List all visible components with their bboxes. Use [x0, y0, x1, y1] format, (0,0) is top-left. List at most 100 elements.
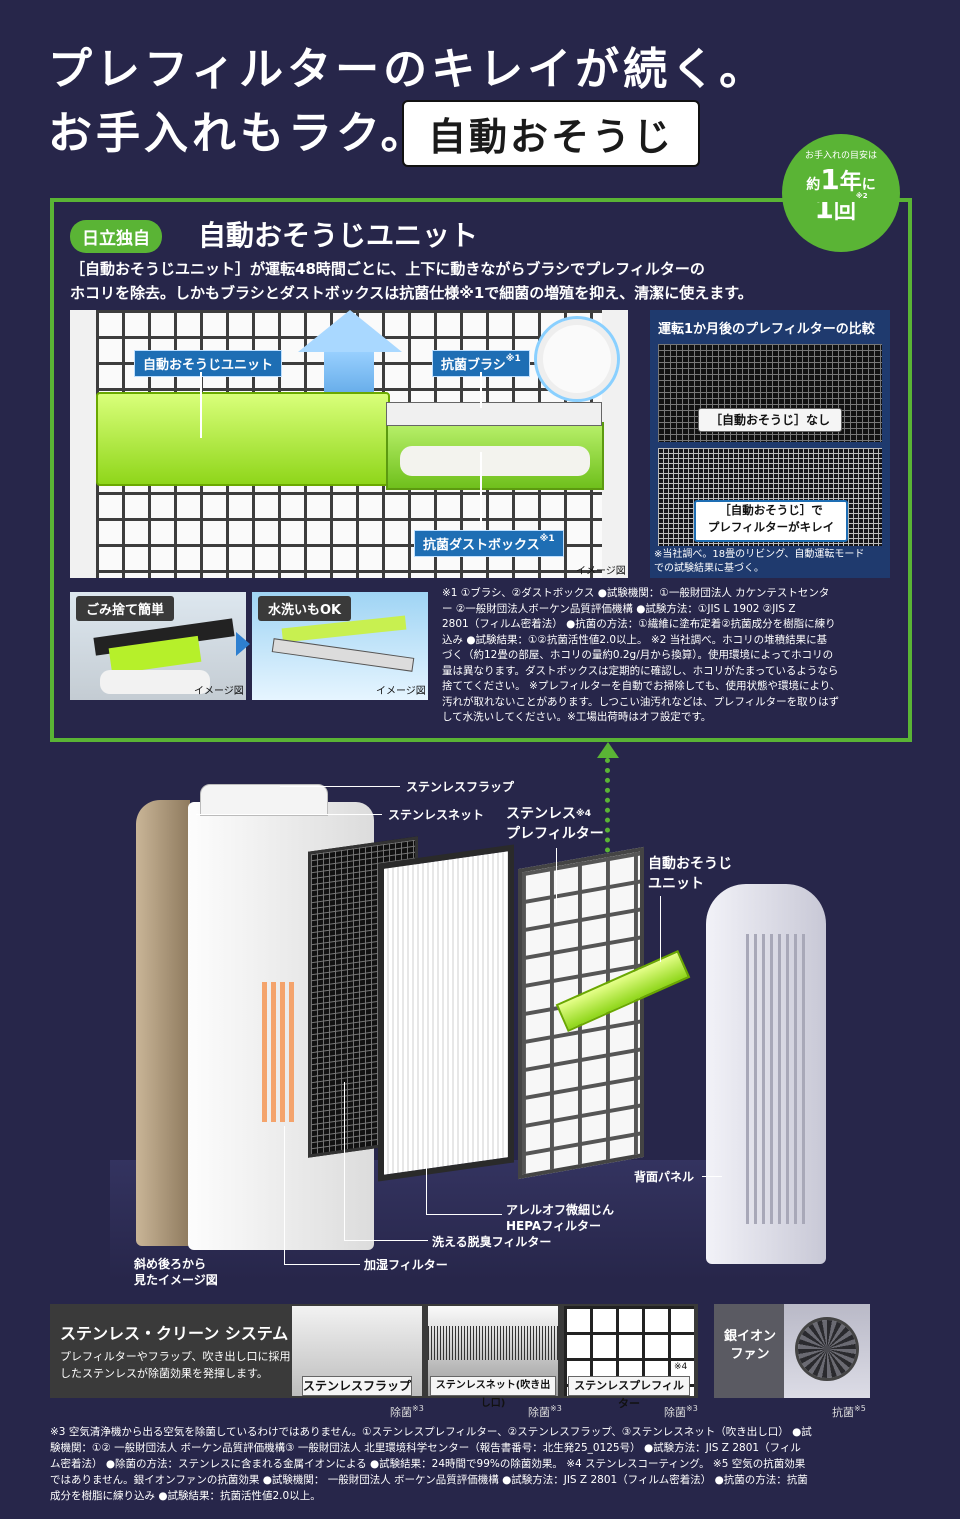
brush-bar-image: [386, 402, 602, 426]
label-flap: ステンレスフラップ: [406, 780, 515, 794]
bottom-note-line: ※3 空気清浄機から出る空気を除菌しているわけではありません。①ステンレスプレフ…: [50, 1426, 812, 1438]
bottom-note-line: 成分を樹脂に練り込み ●試験結果：抗菌活性値2.0以上。: [50, 1490, 321, 1502]
label-deodor: 洗える脱臭フィルター: [432, 1235, 552, 1249]
comparison-with: ［自動おそうじ］で プレフィルターがキレイ: [694, 500, 848, 542]
frequency-badge: お手入れの目安は 約1年に 1回※2: [782, 134, 900, 252]
play-arrow-icon: [236, 632, 250, 656]
label-unit-exploded: 自動おそうじ ユニット: [648, 854, 732, 894]
frequency-note: ※2: [855, 192, 868, 200]
headline-line1: プレフィルターのキレイが続く。: [48, 44, 768, 95]
dotted-arrowhead-icon: [597, 742, 619, 758]
brush-zoom-image: [534, 316, 620, 402]
label-hepa-line1: アレルオフ微細じん: [506, 1203, 615, 1217]
prefilter-cap-note: ※4: [674, 1362, 688, 1372]
dust-image: [400, 446, 590, 476]
body-side-image: [136, 800, 190, 1246]
wash-part2-image: [271, 638, 415, 672]
net-effect: 除菌※3: [528, 1404, 562, 1420]
comparison-note-line1: ※当社調べ。18畳のリビング、自動運転モード: [654, 549, 865, 560]
footnote-line: 量は異なります。ダストボックスは定期的に確認し、ホコリがたまっているようなら: [442, 664, 839, 677]
label-unit-line1: 自動おそうじ: [648, 856, 732, 872]
prefilter-effect: 除菌※3: [664, 1404, 698, 1420]
wash-label: 水洗いもOK: [258, 596, 352, 621]
net-caption: ステンレスネット(吹き出し口): [430, 1376, 556, 1409]
leader-humid-h: [284, 1264, 360, 1265]
flap-caption: ステンレスフラップ: [302, 1376, 412, 1396]
comparison-note-line2: での試験結果に基づく。: [654, 563, 764, 574]
comparison-panel: 運転1か月後のプレフィルターの比較 ［自動おそうじ］なし ［自動おそうじ］で プ…: [650, 310, 890, 578]
comparison-with-line1: ［自動おそうじ］で: [719, 503, 823, 517]
hepa-filter-image: [378, 844, 514, 1182]
clean-system-desc: プレフィルターやフラップ、吹き出し口に採用 したステンレスが除菌効果を発揮します…: [60, 1348, 290, 1382]
fan-label-line2: ファン: [730, 1347, 770, 1362]
footnote-line: づく（約12畳の部屋、ホコリの量約0.2g/月から換算）。使用環境によってホコリ…: [442, 649, 834, 661]
auto-clean-badge: 自動おそうじ: [402, 100, 701, 167]
label-view: 斜め後ろから 見たイメージ図: [134, 1256, 218, 1288]
leader-hepa: [426, 1104, 427, 1214]
dust-pile-image: [100, 670, 210, 694]
leader-prefilter: [556, 848, 557, 910]
label-unit: 自動おそうじユニット: [134, 350, 283, 377]
leader-dustbox: [480, 452, 482, 530]
headline-line2: お手入れもラク。: [48, 108, 429, 159]
net-effect-note: ※3: [550, 1404, 562, 1413]
up-arrowhead-icon: [298, 310, 402, 352]
label-dustbox-note: ※1: [539, 534, 555, 544]
label-prefilter-line1: ステンレス: [506, 806, 576, 822]
auto-clean-unit-section: [50, 198, 912, 742]
label-unit-line2: ユニット: [648, 876, 704, 892]
leader-net: [196, 814, 382, 815]
clean-system-title: ステンレス・クリーン システム: [60, 1324, 289, 1343]
flap-photo: ステンレスフラップ: [292, 1306, 422, 1396]
leader-deodor: [344, 1082, 345, 1240]
back-panel-image: [706, 884, 826, 1264]
comparison-without: ［自動おそうじ］なし: [698, 408, 842, 432]
net-photo: ステンレスネット(吹き出し口): [428, 1306, 558, 1409]
footnote-line: 捨ててください。 ※プレフィルターを自動でお掃除しても、使用状態や環境により、: [442, 680, 841, 692]
fan-icon: [798, 1320, 856, 1378]
gomi-label: ごみ捨て簡単: [76, 596, 175, 621]
bottom-note-line: 験機関：①② 一般財団法人 ボーケン品質評価機構③ 一般財団法人 北里環境科学セ…: [50, 1442, 801, 1454]
flap-image: [200, 784, 328, 816]
leader-brush: [480, 372, 482, 408]
label-view-line2: 見たイメージ図: [134, 1273, 218, 1287]
label-prefilter: ステンレス※4 プレフィルター: [506, 804, 604, 844]
wash-photo: 水洗いもOK イメージ図: [252, 592, 428, 700]
net-mesh-image: [428, 1326, 558, 1360]
hitachi-original-tag: 日立独自: [70, 220, 162, 253]
comparison-with-line2: プレフィルターがキレイ: [707, 520, 835, 534]
label-brush-text: 抗菌ブラシ: [441, 358, 506, 373]
footnote-line: 込み ●試験結果：①②抗菌活性値2.0以上。 ※2 当社調べ。ホコリの堆積結果に…: [442, 633, 828, 646]
back-panel-slats-image: [746, 934, 806, 1224]
unit-body-image: [96, 392, 390, 486]
bottom-note-line: ム密着法） ●除菌の方法：ステンレスに含まれる金属イオンによる ●試験結果：24…: [50, 1458, 806, 1470]
orange-label-image: [262, 982, 298, 1122]
unit-title: 自動おそうじユニット: [198, 219, 479, 252]
label-prefilter-line2: プレフィルター: [506, 826, 604, 842]
clean-system-desc-line2: したステンレスが除菌効果を発揮します。: [60, 1367, 268, 1380]
flap-effect-note: ※3: [412, 1404, 424, 1413]
frame-left: [70, 310, 96, 578]
flap-effect: 除菌※3: [390, 1404, 424, 1420]
label-hepa-line2: HEPAフィルター: [506, 1219, 601, 1233]
frequency-ni: に: [861, 177, 876, 193]
label-hepa: アレルオフ微細じん HEPAフィルター: [506, 1202, 614, 1234]
flap-effect-text: 除菌: [390, 1406, 412, 1419]
label-prefilter-note: ※4: [576, 809, 592, 819]
label-brush-note: ※1: [505, 354, 521, 364]
label-humid: 加湿フィルター: [364, 1258, 448, 1272]
bottom-notes: ※3 空気清浄機から出る空気を除菌しているわけではありません。①ステンレスプレフ…: [50, 1424, 910, 1504]
frequency-caption: お手入れの目安は: [804, 151, 877, 161]
footnote-line: ー ②一般財団法人ボーケン品質評価機構 ●試験方法：①JIS L 1902 ②J…: [442, 602, 796, 615]
frequency-approx: 約: [806, 177, 821, 193]
unit-desc-line1: ［自動おそうじユニット］が運転48時間ごとに、上下に動きながらブラシでプレフィル…: [70, 260, 705, 278]
comparison-title: 運転1か月後のプレフィルターの比較: [658, 322, 875, 337]
label-net: ステンレスネット: [388, 808, 485, 822]
clean-system-desc-line1: プレフィルターやフラップ、吹き出し口に採用: [60, 1350, 291, 1363]
photo-image-note: イメージ図: [576, 566, 626, 577]
gomi-photo: ごみ捨て簡単 イメージ図: [70, 592, 246, 700]
unit-desc-line2: ホコリを除去。しかもブラシとダストボックスは抗菌仕様※1で細菌の増殖を抑え、清潔…: [70, 284, 753, 302]
label-dustbox: 抗菌ダストボックス※1: [414, 530, 564, 557]
leader-deodor-h: [344, 1240, 428, 1241]
leader-unit: [200, 372, 202, 438]
